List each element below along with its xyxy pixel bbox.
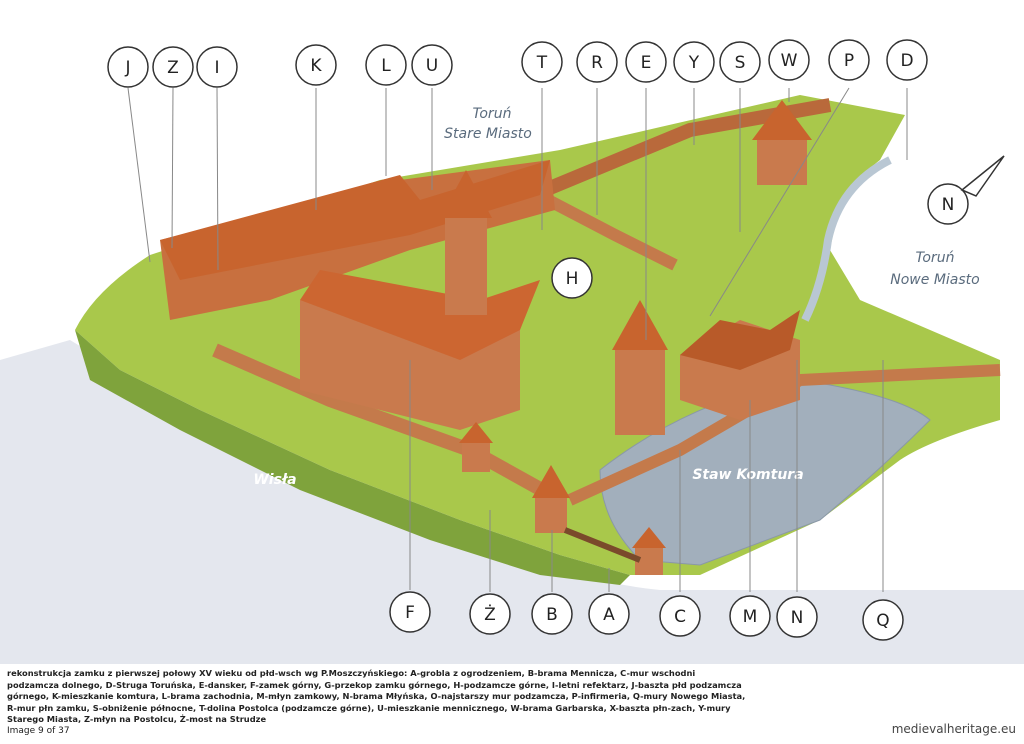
place-label-old-town: Toruń [473, 106, 512, 122]
corner-tower-roof [632, 527, 666, 548]
callout-label: F [405, 603, 415, 623]
callout-label: E [641, 53, 652, 73]
callout-label: H [566, 269, 579, 289]
callout-label: Y [688, 53, 700, 73]
callout-label: P [844, 51, 854, 71]
garbarska-gate-roof [752, 100, 812, 140]
callout-label: R [591, 53, 603, 73]
south-tower-roof [459, 422, 493, 443]
callout-markers [107, 39, 928, 641]
callout-label: W [781, 51, 798, 71]
callout-label: C [674, 607, 686, 627]
place-label-river: Wisła [253, 472, 296, 488]
callout-label: Q [876, 611, 889, 631]
place-label-new-town: Toruń [916, 250, 955, 266]
site-credit: medievalheritage.eu [891, 722, 1016, 736]
upper-castle-roof [300, 270, 540, 360]
south-tower [462, 440, 490, 472]
page-counter: Image 9 of 37 [7, 726, 70, 736]
place-label-pond: Staw Komtura [692, 467, 803, 483]
torun-stream [801, 156, 892, 322]
castle-reconstruction-illustration: Toruń Stare Miasto Toruń Nowe Miasto Wis… [0, 39, 1024, 664]
compass-label: N [942, 195, 955, 215]
image-caption: rekonstrukcja zamku z pierwszej połowy X… [7, 668, 746, 725]
main-tower-roof [440, 170, 492, 218]
callout-label: B [546, 605, 558, 625]
callout-label: M [743, 607, 758, 627]
callout-labels: J Z I K L U T R E Y S W P D H F Ż B A C … [124, 51, 913, 631]
vistula-river [0, 340, 1024, 664]
commander-residence-roof [160, 160, 550, 280]
callout-label: T [536, 53, 548, 73]
gate-tower-roof [612, 300, 668, 350]
mint-gate [535, 495, 567, 533]
place-label-old-town-sub: Stare Miasto [444, 126, 532, 142]
callout-label: Z [167, 58, 179, 78]
callout-label: A [603, 605, 615, 625]
causeway [563, 527, 642, 563]
castle-mill-roof [680, 310, 800, 370]
callout-label: L [381, 56, 391, 76]
outer-wall-west [212, 343, 564, 507]
north-wall [545, 194, 678, 271]
callout-label: K [310, 56, 322, 76]
mint-gate-roof [532, 465, 570, 498]
callout-label: I [214, 58, 219, 78]
lower-bank [75, 330, 630, 585]
callout-label: Ż [484, 604, 496, 625]
main-tower [445, 215, 487, 315]
callout-label: N [791, 608, 804, 628]
callout-label: S [735, 53, 746, 73]
callout-label: D [900, 51, 913, 71]
gate-tower [615, 345, 665, 435]
garbarska-gate [757, 135, 807, 185]
place-label-new-town-sub: Nowe Miasto [890, 272, 979, 288]
callout-label: U [426, 56, 438, 76]
callout-label: J [124, 58, 130, 78]
leader-lines [127, 87, 908, 592]
north-arrow-icon [927, 155, 1005, 225]
